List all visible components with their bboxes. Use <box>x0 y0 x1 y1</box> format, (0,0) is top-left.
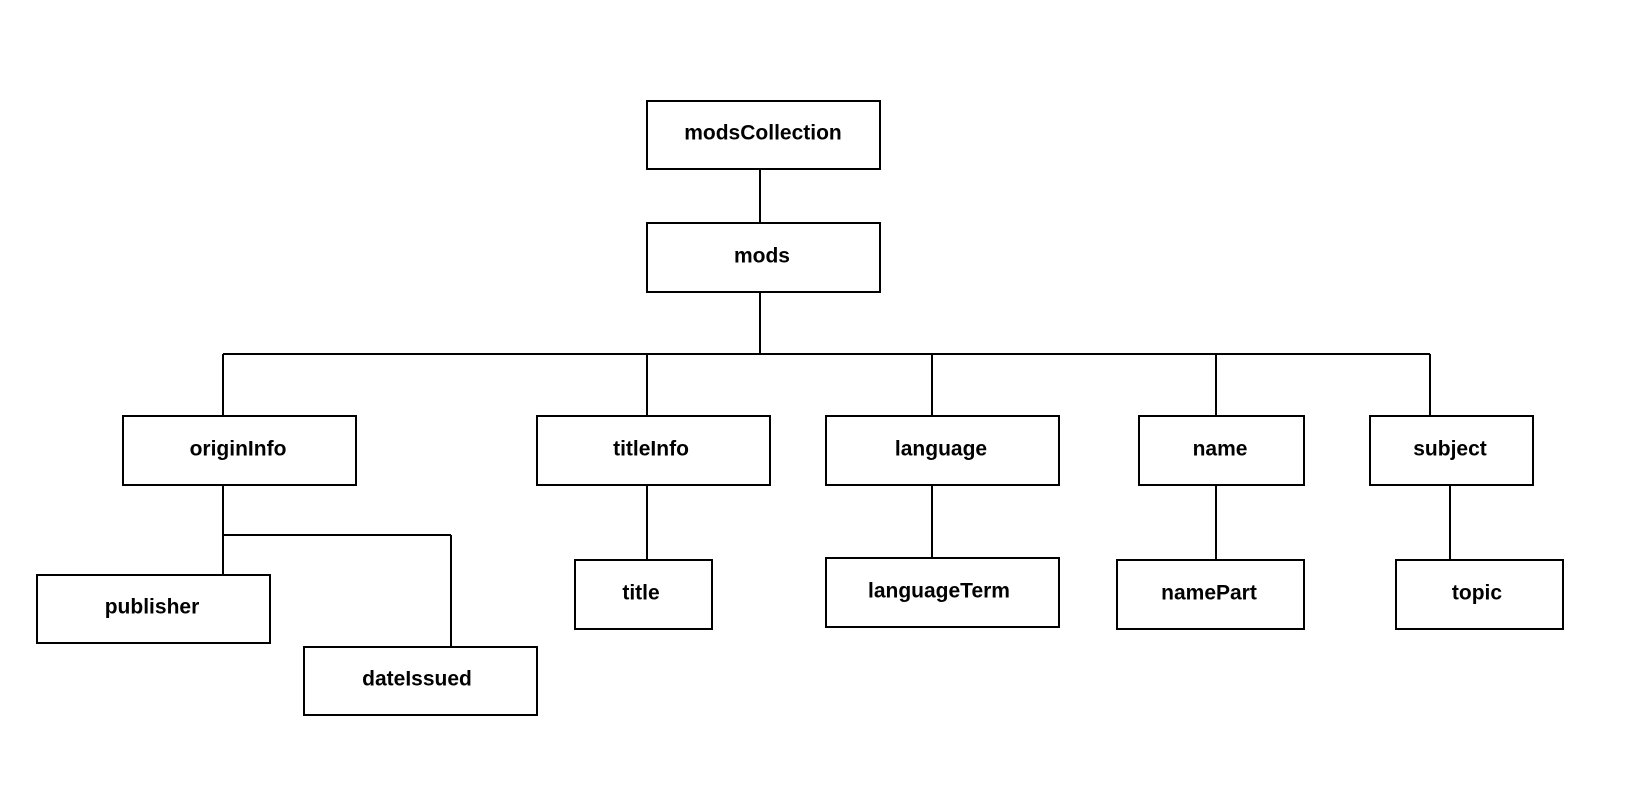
node-label-publisher: publisher <box>105 596 200 619</box>
node-mods: mods <box>646 222 881 293</box>
node-title: title <box>574 559 713 630</box>
node-label-languageterm: languageTerm <box>868 580 1010 603</box>
node-label-namepart: namePart <box>1161 582 1257 605</box>
node-label-language: language <box>895 438 987 461</box>
connectors <box>222 169 1451 647</box>
node-label-mods: mods <box>734 245 790 268</box>
node-language: language <box>825 415 1060 486</box>
node-modscollection: modsCollection <box>646 100 881 170</box>
node-label-title: title <box>622 582 659 605</box>
node-languageterm: languageTerm <box>825 557 1060 628</box>
node-label-name: name <box>1193 438 1248 461</box>
node-titleinfo: titleInfo <box>536 415 771 486</box>
node-name: name <box>1138 415 1305 486</box>
node-label-dateissued: dateIssued <box>362 668 472 691</box>
node-origininfo: originInfo <box>122 415 357 486</box>
node-label-modscollection: modsCollection <box>684 122 842 145</box>
node-publisher: publisher <box>36 574 271 644</box>
node-label-origininfo: originInfo <box>190 438 287 461</box>
node-label-titleinfo: titleInfo <box>613 438 689 461</box>
node-dateissued: dateIssued <box>303 646 538 716</box>
node-label-topic: topic <box>1452 582 1502 605</box>
node-subject: subject <box>1369 415 1534 486</box>
node-topic: topic <box>1395 559 1564 630</box>
node-namepart: namePart <box>1116 559 1305 630</box>
node-label-subject: subject <box>1413 438 1487 461</box>
